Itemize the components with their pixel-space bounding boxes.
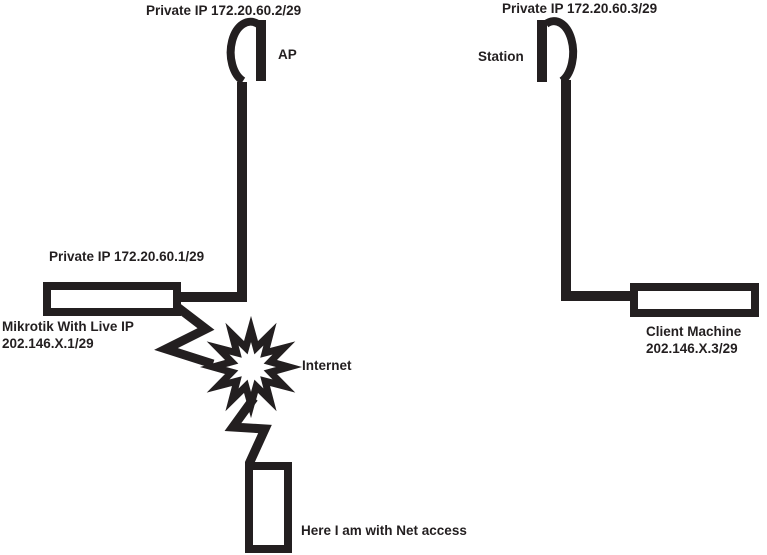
station-label: Station (478, 49, 524, 64)
internet-starburst-icon (199, 315, 303, 419)
station-antenna-dish-icon (543, 17, 578, 85)
zigzag-link-router-internet (154, 299, 215, 369)
link-ap-router (178, 82, 247, 302)
admin-pc-box (245, 462, 292, 553)
router-live-ip-line: 202.146.X.1/29 (2, 336, 94, 351)
ap-label: AP (278, 47, 297, 62)
client-name-line: Client Machine (646, 324, 742, 339)
ap-antenna-dish-icon (226, 17, 261, 85)
station-ip-label: Private IP 172.20.60.3/29 (502, 1, 658, 16)
router-box (43, 282, 181, 316)
router-name-line: Mikrotik With Live IP (2, 319, 134, 334)
ap-ip-label: Private IP 172.20.60.2/29 (146, 3, 302, 18)
internet-label: Internet (302, 358, 352, 373)
router-ip-label: Private IP 172.20.60.1/29 (49, 249, 205, 264)
zigzag-link-internet-admin (224, 395, 272, 466)
client-machine-box (630, 283, 759, 317)
client-machine-label: Client Machine 202.146.X.3/29 (646, 323, 741, 357)
link-station-client (561, 80, 637, 301)
admin-pc-label: Here I am with Net access (301, 523, 467, 538)
client-ip-line: 202.146.X.3/29 (646, 341, 738, 356)
router-name-label: Mikrotik With Live IP 202.146.X.1/29 (2, 318, 134, 352)
